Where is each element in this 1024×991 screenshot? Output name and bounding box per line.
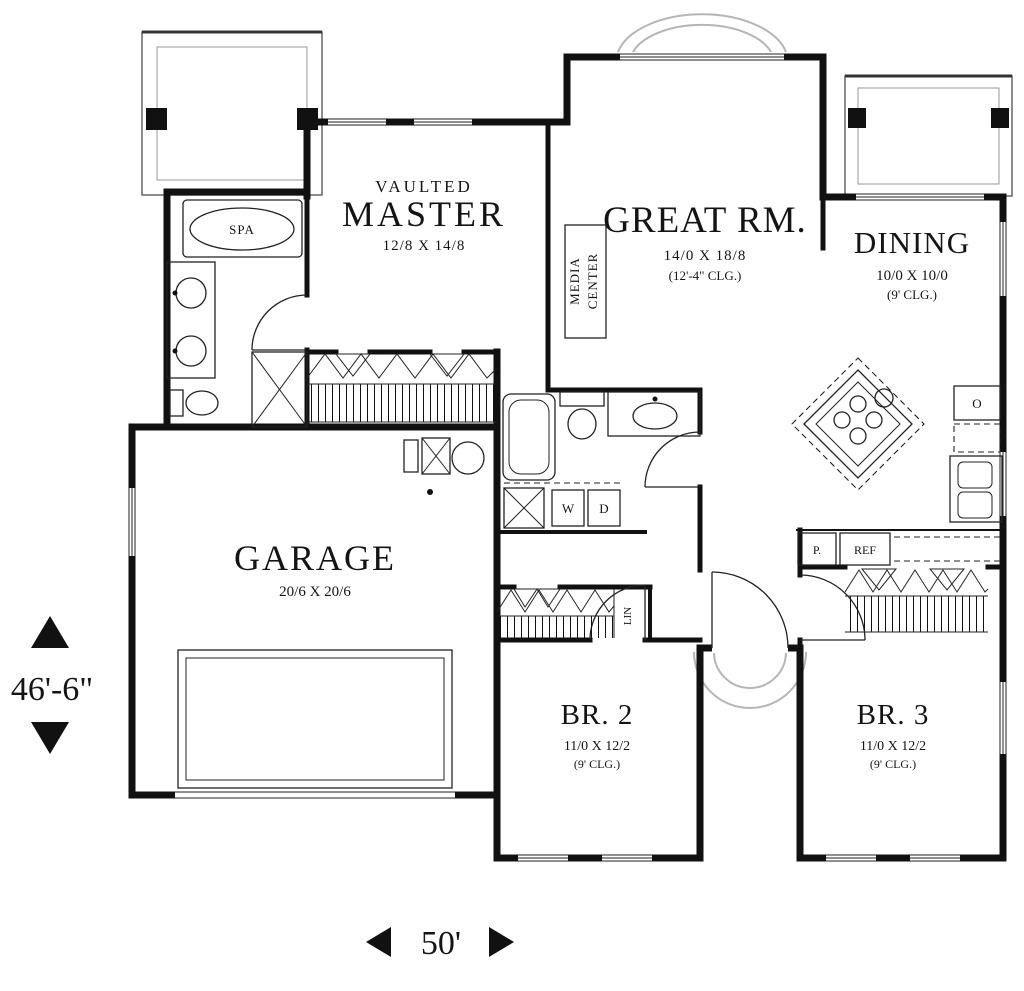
dining-dims: 10/0 X 10/0 (876, 268, 948, 284)
right-porch (844, 74, 1013, 197)
oven-box (953, 385, 1001, 421)
bathtub (502, 393, 556, 481)
entry-steps (693, 651, 807, 709)
burner-icon (849, 395, 867, 413)
bedroom3-label: BR. 3 (857, 699, 930, 731)
toilet-fixture (567, 408, 597, 440)
kitchen-sink-counter (949, 455, 1003, 523)
porch-post (146, 108, 167, 130)
island-sink (874, 388, 894, 408)
dryer-label: D (599, 501, 608, 516)
great-room-dims: 14/0 X 18/8 (664, 248, 747, 264)
arrow-left-icon (366, 927, 391, 957)
laundry-fixtures (503, 482, 622, 529)
bedroom3-ceiling: (9' CLG.) (870, 757, 916, 771)
bedroom2-dims: 11/0 X 12/2 (564, 739, 630, 754)
toilet-tank (169, 389, 184, 417)
arrow-right-icon (489, 927, 514, 957)
sink-icon (175, 277, 207, 309)
bedroom2-ceiling: (9' CLG.) (574, 757, 620, 771)
spa-tub (182, 199, 303, 258)
utility-fixtures (403, 437, 485, 495)
water-heater (451, 441, 485, 475)
spa-label: SPA (229, 222, 255, 237)
media-center-label-1: MEDIA (567, 257, 582, 305)
bedroom2-closet (496, 588, 615, 638)
dimension-annotations: 46'-6" 50' (11, 616, 514, 962)
pantry-box (797, 532, 837, 566)
media-center-niche (564, 224, 607, 339)
bay-window (617, 13, 787, 55)
arrow-up-icon (31, 616, 69, 648)
porch-post (991, 108, 1009, 128)
furnace (421, 437, 451, 475)
garage-dims: 20/6 X 20/6 (279, 584, 351, 600)
burner-icon (849, 427, 867, 445)
master-label: MASTER (342, 194, 506, 234)
vanity-counter (607, 391, 701, 437)
garage-door (175, 649, 455, 799)
kitchen-fixtures (791, 357, 1003, 566)
burner-icon (865, 411, 883, 429)
porch-post (848, 108, 866, 128)
arrow-down-icon (31, 722, 69, 754)
refrigerator-label: REF (854, 543, 876, 557)
dining-label: DINING (854, 225, 970, 260)
master-closet (306, 353, 498, 423)
pantry-label: P. (813, 543, 821, 557)
master-dims: 12/8 X 14/8 (383, 238, 466, 254)
front-door (711, 571, 789, 649)
windows (127, 52, 1008, 863)
linen-label: LIN (622, 607, 634, 625)
great-room-ceiling: (12'-4" CLG.) (669, 268, 742, 283)
doors (251, 294, 866, 653)
bedroom3-dims: 11/0 X 12/2 (860, 739, 926, 754)
hall-bath-fixtures (502, 391, 701, 481)
hall-bath-door (644, 431, 701, 488)
fixture-labels: SPA MEDIA CENTER W D LIN P. REF O (229, 222, 982, 625)
refrigerator-box (839, 532, 891, 566)
master-prefix-label: VAULTED (375, 177, 473, 196)
overall-width-label: 50' (421, 925, 461, 962)
sink-icon (175, 335, 207, 367)
toilet-tank (559, 391, 605, 407)
master-bath-door (251, 294, 308, 351)
washer-box (551, 489, 585, 527)
oven-label: O (972, 396, 981, 411)
toilet-fixture (185, 390, 219, 416)
bedroom2-label: BR. 2 (561, 699, 634, 731)
left-porch (141, 30, 323, 196)
kitchen-island (803, 369, 913, 479)
garage-label: GARAGE (234, 538, 396, 578)
bedroom3-closet (844, 568, 989, 633)
master-bath-fixtures (166, 199, 308, 428)
great-room-label: GREAT RM. (603, 200, 807, 241)
burner-icon (833, 411, 851, 429)
overall-depth-label: 46'-6" (11, 671, 93, 708)
room-labels: VAULTED MASTER 12/8 X 14/8 GREAT RM. 14/… (234, 177, 970, 771)
dining-ceiling: (9' CLG.) (887, 287, 937, 302)
vanity-counter (166, 261, 216, 379)
sink-icon (632, 402, 678, 430)
washer-label: W (562, 501, 575, 516)
media-center-label-2: CENTER (585, 253, 600, 310)
exterior-walls (128, 53, 1007, 862)
dryer-box (587, 489, 621, 527)
